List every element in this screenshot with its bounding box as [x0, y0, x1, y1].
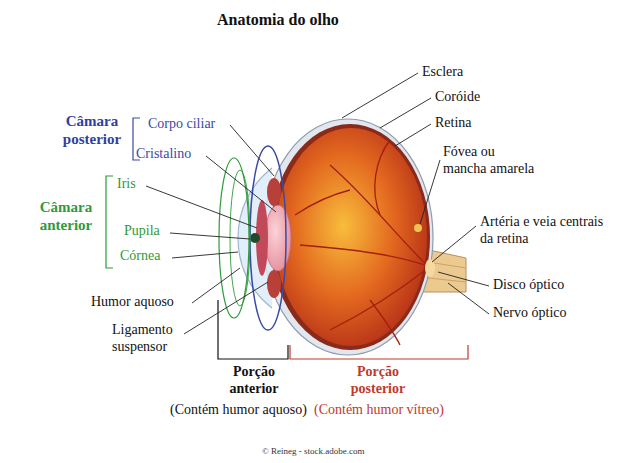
- watermark: © Reineg - stock.adobe.com: [262, 446, 365, 457]
- part-label: Iris: [117, 176, 136, 193]
- part-label: Pupila: [124, 223, 160, 240]
- part-label: Humor aquoso: [91, 294, 174, 311]
- part-label: Cristalino: [136, 146, 191, 163]
- region-note: (Contém humor vítreo): [314, 402, 444, 419]
- part-label: Nervo óptico: [493, 305, 566, 322]
- optic-disc: [425, 259, 435, 277]
- bracket: [290, 345, 468, 359]
- region-note: (Contém humor aquoso): [170, 402, 307, 419]
- cornea: [238, 168, 272, 308]
- fovea: [414, 224, 422, 232]
- region-label: Porção anterior: [220, 364, 288, 398]
- leader-lines: [146, 73, 489, 334]
- part-label: Disco óptico: [493, 277, 564, 294]
- retina: [275, 128, 427, 346]
- group-label: Câmara posterior: [50, 112, 134, 148]
- part-label: Retina: [435, 115, 472, 132]
- part-label: Corpo ciliar: [148, 116, 215, 133]
- part-label: Artéria e veia centrais da retina: [480, 214, 606, 248]
- part-label: Fóvea ou mancha amarela: [443, 144, 539, 178]
- part-label: Esclera: [422, 64, 463, 81]
- choroid: [270, 124, 430, 350]
- bracket: [218, 300, 288, 359]
- lens: [265, 205, 291, 271]
- region-label: Porção posterior: [340, 364, 416, 398]
- part-label: Ligamento suspensor: [112, 322, 184, 356]
- posterior-chamber-outline: [250, 146, 286, 330]
- diagram-title: Anatomia do olho: [217, 10, 339, 29]
- retinal-vessels: [295, 140, 428, 345]
- ciliary-body: [267, 178, 281, 206]
- group-label: Câmara anterior: [26, 198, 106, 234]
- pupil: [250, 233, 260, 243]
- sclera: [263, 119, 433, 355]
- part-label: Córnea: [120, 248, 160, 265]
- part-label: Coróide: [435, 89, 480, 106]
- bracket: [106, 176, 113, 268]
